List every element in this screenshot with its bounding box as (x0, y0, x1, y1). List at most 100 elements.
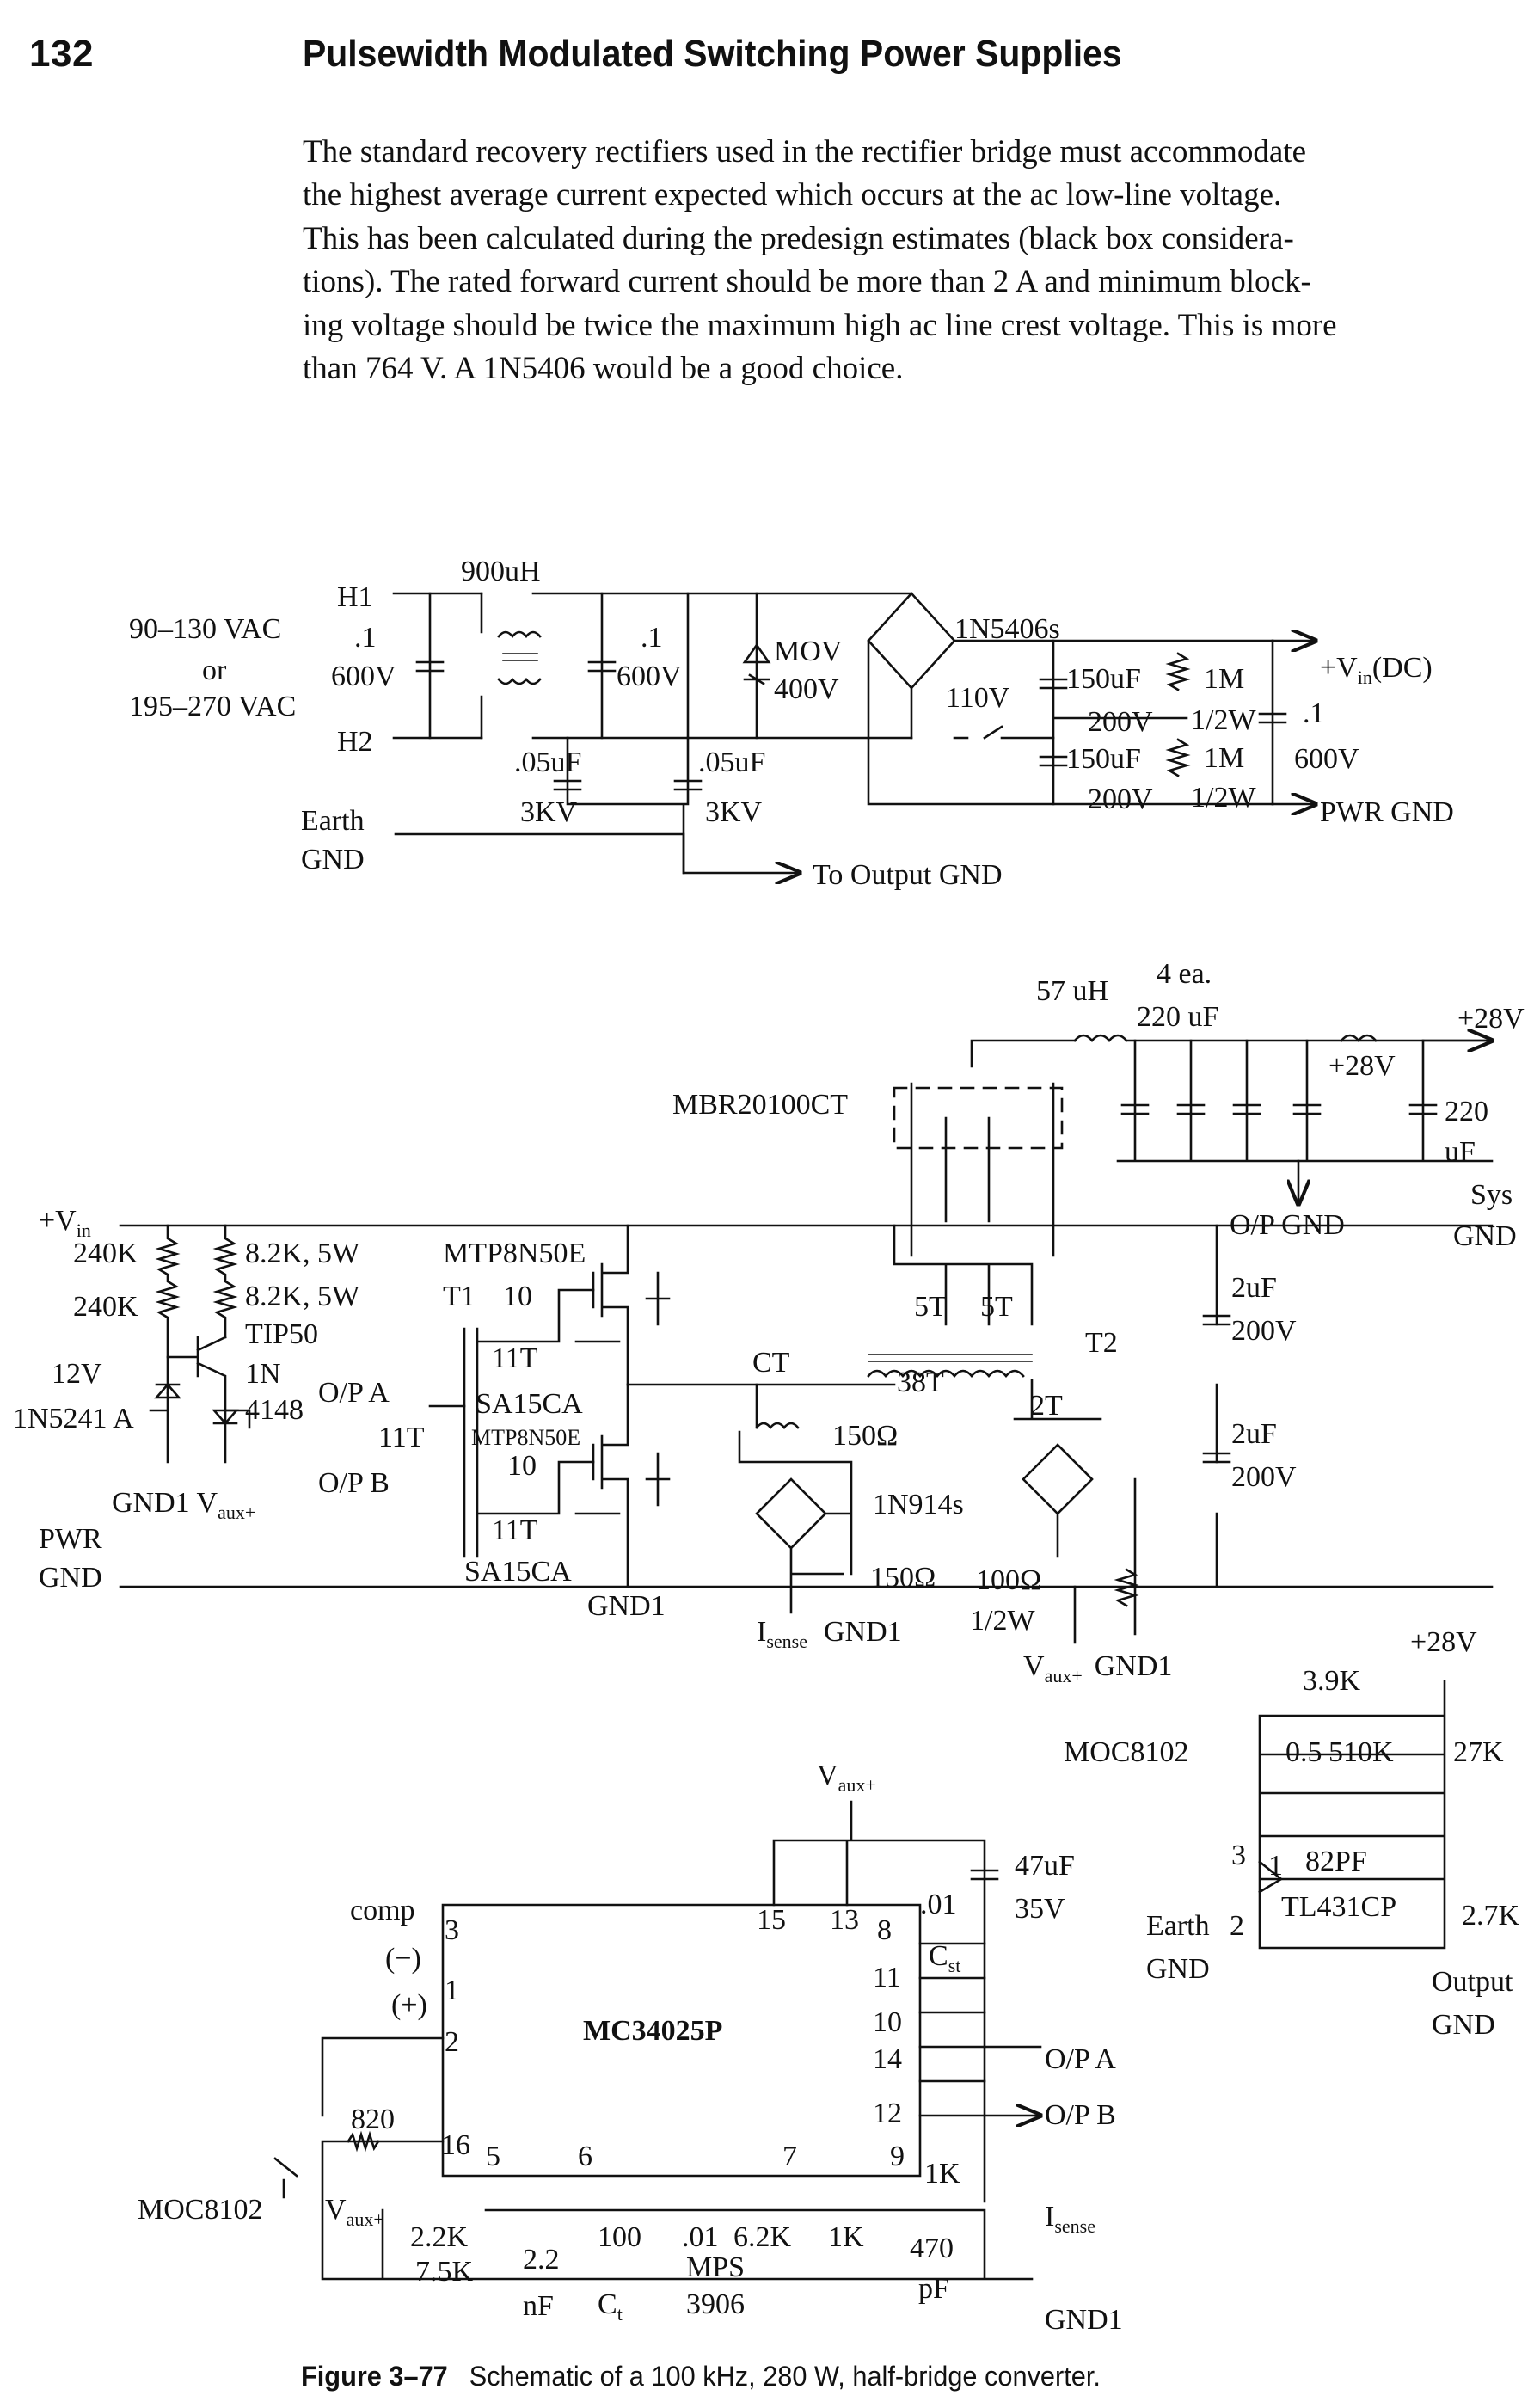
body-line: This has been calculated during the pred… (303, 220, 1294, 256)
label-c22nf: nF (523, 2290, 554, 2322)
wire (970, 1039, 1494, 1068)
opto-moc (273, 2157, 298, 2199)
wire (983, 2045, 1040, 2116)
label-c220: 220 (1445, 1096, 1488, 1127)
resistor-100 (1114, 1568, 1139, 1607)
wire (686, 592, 758, 740)
label-earth-gnd: GND (301, 844, 365, 875)
label-mosfet-bot: MTP8N50E (471, 1425, 580, 1450)
label-vin-dc: +Vin(DC) (1320, 652, 1433, 688)
caps-220uf (1120, 1103, 1322, 1115)
label-r10-bot: 10 (507, 1450, 537, 1482)
label-switch: 110V (946, 682, 1010, 714)
control-section (273, 1800, 1040, 2281)
label-bulk2: 200V (1088, 783, 1153, 815)
wire (394, 832, 800, 873)
label-bulk1: 200V (1088, 706, 1153, 738)
label-c47: 47uF (1015, 1850, 1075, 1882)
label-cap2: .1 (641, 622, 663, 654)
label-cap3: .1 (1303, 697, 1325, 729)
wire (738, 1430, 853, 1614)
label-cap1: .1 (354, 622, 377, 654)
page-number: 132 (29, 33, 94, 75)
label-c01: .01 (920, 1889, 957, 1920)
label-r82k: 8.2K, 5W (245, 1238, 360, 1269)
label-bleed1: 1/2W (1191, 704, 1256, 736)
wire (476, 1288, 621, 1515)
switch-110v (953, 725, 1055, 740)
label-ac-in: or (202, 654, 227, 686)
wire (755, 592, 913, 740)
body-line: The standard recovery rectifiers used in… (303, 134, 1307, 169)
aux-bridge (1022, 1443, 1094, 1515)
label-5t: 5T (914, 1291, 947, 1323)
label-cap3: 600V (1294, 743, 1359, 775)
label-pin: 11 (873, 1962, 901, 1993)
label-5t: 5T (980, 1291, 1013, 1323)
transformer-t2 (867, 1369, 1025, 1379)
label-gnd1: GND1 (587, 1590, 666, 1622)
label-to-output-gnd: To Output GND (813, 859, 1003, 891)
label-pin: 1 (1268, 1850, 1283, 1882)
label-pwr-gnd: GND (39, 1562, 102, 1594)
wire (867, 639, 1055, 806)
label-opb: O/P B (1045, 2099, 1116, 2131)
resistor-820 (347, 2130, 380, 2153)
tvs-top (645, 1271, 671, 1326)
body-line: ing voltage should be twice the maximum … (303, 307, 1337, 343)
body-paragraph: The standard recovery rectifiers used in… (303, 131, 1517, 390)
wire (392, 592, 432, 740)
label-mps: MPS (686, 2251, 745, 2283)
label-c05: 0.5 (1285, 1736, 1322, 1768)
wire (600, 592, 690, 740)
sense-bridge (755, 1477, 827, 1550)
cap-y2 (673, 779, 703, 791)
label-pin: 3 (1231, 1840, 1246, 1871)
inductor-57uh (1073, 1034, 1128, 1043)
label-ycap2: .05uF (698, 746, 765, 778)
label-38t: 38T (897, 1367, 944, 1398)
label-earth-gnd: Earth (301, 805, 365, 837)
wire (149, 1355, 251, 1464)
label-gnd1: GND1 (824, 1616, 902, 1648)
label-bleed2: 1/2W (1191, 782, 1256, 814)
label-r510k: 510K (1328, 1736, 1394, 1768)
label-r62k: 6.2K (733, 2221, 792, 2253)
mosfet-bot (592, 1383, 629, 1588)
label-mbr: MBR20100CT (672, 1089, 848, 1121)
input-stage (392, 592, 1316, 875)
label-vaux: Vaux+ (817, 1760, 876, 1796)
label-sa15ca-bot: SA15CA (464, 1556, 572, 1588)
cap-3 (1258, 712, 1287, 724)
wire (1258, 1680, 1446, 1950)
label-t2: T2 (1085, 1327, 1118, 1359)
body-line: than 764 V. A 1N5406 would be a good cho… (303, 351, 904, 387)
wire (531, 592, 604, 740)
label-bulk2: 150uF (1066, 743, 1141, 775)
label-opa: O/P A (318, 1377, 390, 1409)
label-ac-in: 90–130 VAC (129, 613, 281, 645)
label-1n914s: 1N914s (873, 1489, 964, 1520)
label-bleed2: 1M (1204, 742, 1244, 774)
t2-core (868, 1354, 1033, 1362)
label-mosfet-top: MTP8N50E (443, 1238, 586, 1269)
label-28v: +28V (1410, 1626, 1477, 1658)
label-opb: O/P B (318, 1467, 390, 1499)
feedback-section (1258, 1680, 1446, 1950)
wire (893, 1224, 1034, 1326)
mbr-box (893, 1086, 1064, 1150)
label-c2uf-a: 2uF (1231, 1272, 1277, 1304)
label-r150: 150Ω (870, 1562, 936, 1594)
label-sa15ca-top: SA15CA (476, 1388, 583, 1420)
label-pin: 2 (1230, 1910, 1244, 1942)
label-vaux: Vaux+ (325, 2194, 384, 2230)
label-pin: 12 (873, 2098, 902, 2129)
label-ycap1: .05uF (514, 746, 581, 778)
cap-bulk1 (1039, 678, 1068, 690)
cap-x2 (587, 660, 617, 673)
label-tl431: TL431CP (1281, 1891, 1396, 1923)
label-pin: 3 (445, 1914, 459, 1946)
label-mov: 400V (774, 673, 839, 705)
wire (566, 736, 690, 875)
label-sys-gnd: GND (1453, 1220, 1517, 1252)
